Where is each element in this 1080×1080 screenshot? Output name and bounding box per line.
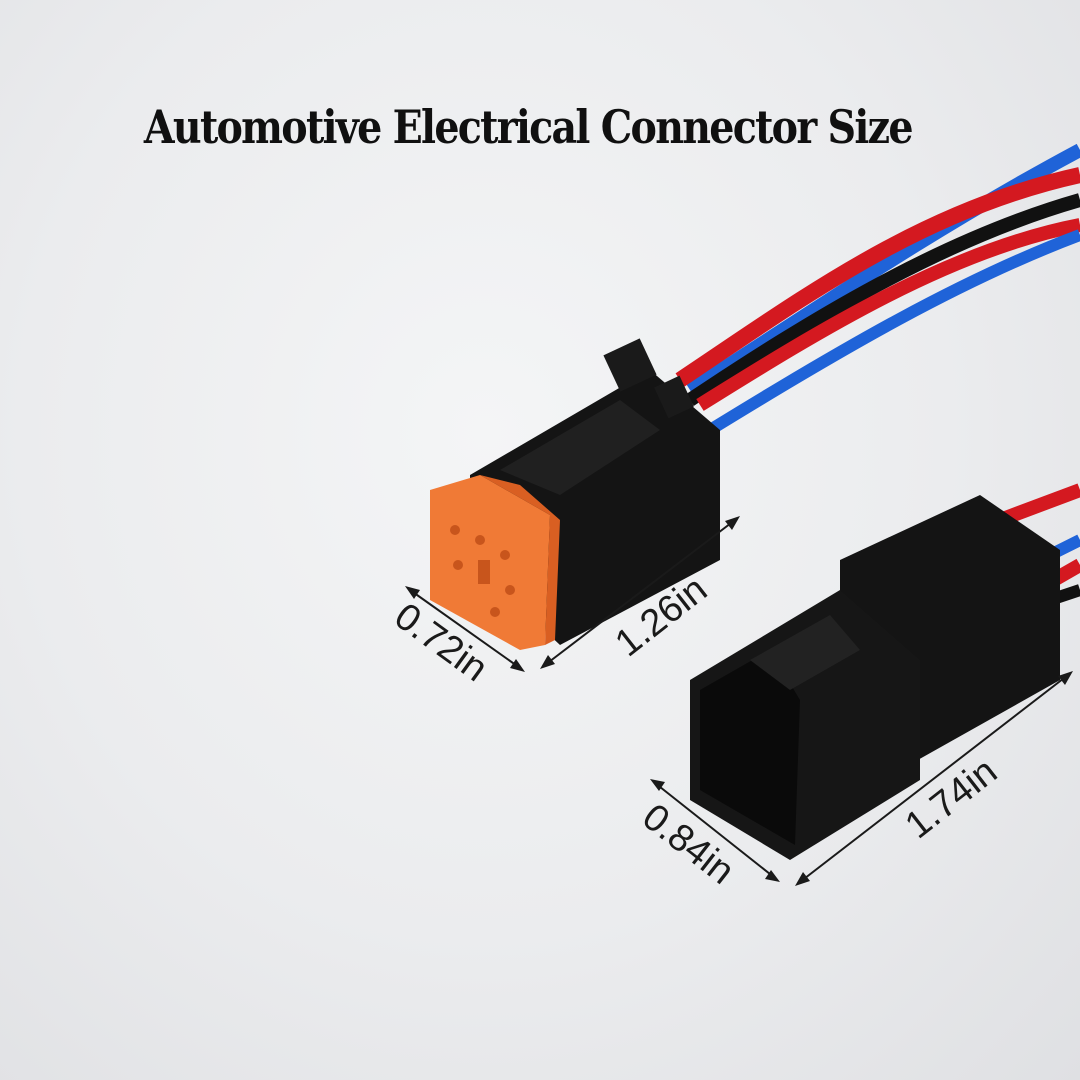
female-connector [430,338,720,650]
female-connector-wires [675,143,1080,436]
male-dimension-arrows [650,671,1073,886]
image-title: Automotive Electrical Connector Size [143,100,914,154]
male-socket-opening [700,650,800,845]
male-connector [690,495,1060,860]
female-dimension-arrows [405,516,740,672]
